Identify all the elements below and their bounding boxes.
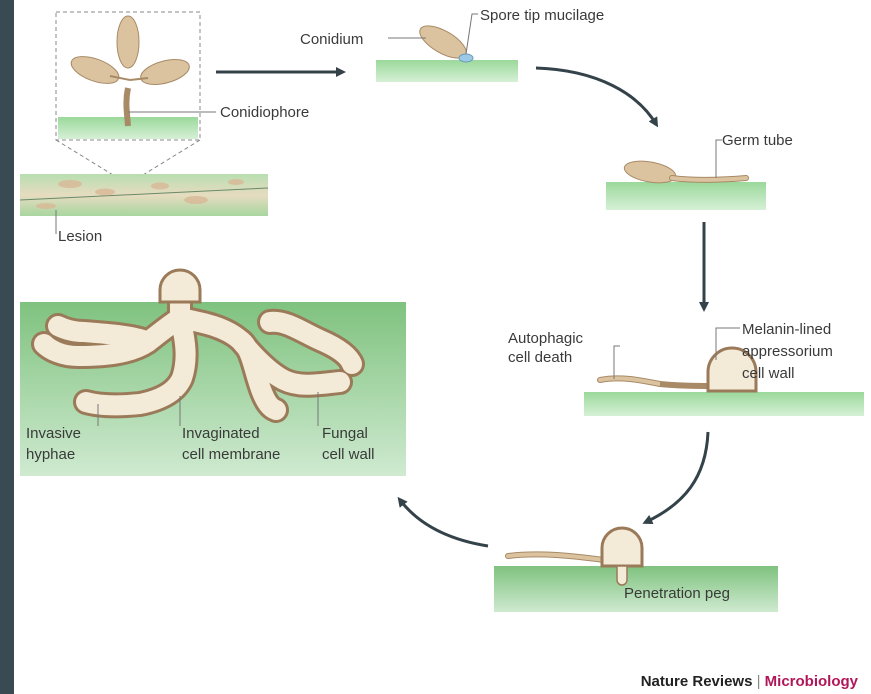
autophagic-label-line1: Autophagic: [508, 330, 584, 347]
journal-credit: Nature Reviews | Microbiology: [641, 673, 859, 690]
journal-section: Microbiology: [765, 673, 859, 690]
journal-name: Nature Reviews: [641, 673, 753, 690]
conidiophore-label: Conidiophore: [220, 104, 309, 121]
germ-tube-stage: Germ tube: [606, 132, 793, 210]
arrow-penetration-to-invasion: [400, 500, 488, 546]
penetration-appressorium: [602, 528, 642, 566]
spore-tip-mucilage-label: Spore tip mucilage: [480, 7, 604, 24]
conidium-right: [138, 55, 192, 89]
stage3-leaf-surface: [606, 182, 766, 210]
penetration-peg-shape: [617, 566, 627, 585]
melanin-label-line2: appressorium: [742, 343, 833, 360]
conidium-left: [68, 51, 123, 89]
germ-tube-label: Germ tube: [722, 132, 793, 149]
penetration-stage: Penetration peg: [494, 528, 778, 612]
fungal-wall-label-line2: cell wall: [322, 446, 375, 463]
credit-separator: |: [752, 673, 764, 690]
autophagic-label-line2: cell death: [508, 349, 572, 366]
lesion-label: Lesion: [58, 228, 102, 245]
invasive-label-line2: hyphae: [26, 446, 75, 463]
melanin-label-line1: Melanin-lined: [742, 321, 831, 338]
penetration-peg-label: Penetration peg: [624, 585, 730, 602]
conidium-label: Conidium: [300, 31, 363, 48]
invasive-appressorium-dome: [160, 270, 200, 302]
invaginated-label-line2: cell membrane: [182, 446, 280, 463]
invasive-label-line1: Invasive: [26, 425, 81, 442]
fungal-wall-label-line1: Fungal: [322, 425, 368, 442]
conidium-top: [117, 16, 139, 68]
melanin-label-line3: cell wall: [742, 365, 795, 382]
appressorium-stage: Autophagic cell death Melanin-lined appr…: [508, 321, 864, 416]
arrow-appressorium-to-penetration: [646, 432, 708, 522]
spore-tip-mucilage-blob: [459, 54, 473, 62]
invaginated-label-line1: Invaginated: [182, 425, 260, 442]
invasive-hyphae-stage: Invasive hyphae Invaginated cell membran…: [20, 270, 406, 476]
appressorium-germ-tube: [660, 384, 712, 386]
conidiophore-stalk: [126, 88, 128, 126]
conidiophore-stage: Conidiophore Lesion: [20, 12, 309, 245]
arrow-conidium-to-germ-tube: [536, 68, 656, 124]
stage4-leaf-surface: [584, 392, 864, 416]
stage2-leaf-surface: [376, 60, 518, 82]
